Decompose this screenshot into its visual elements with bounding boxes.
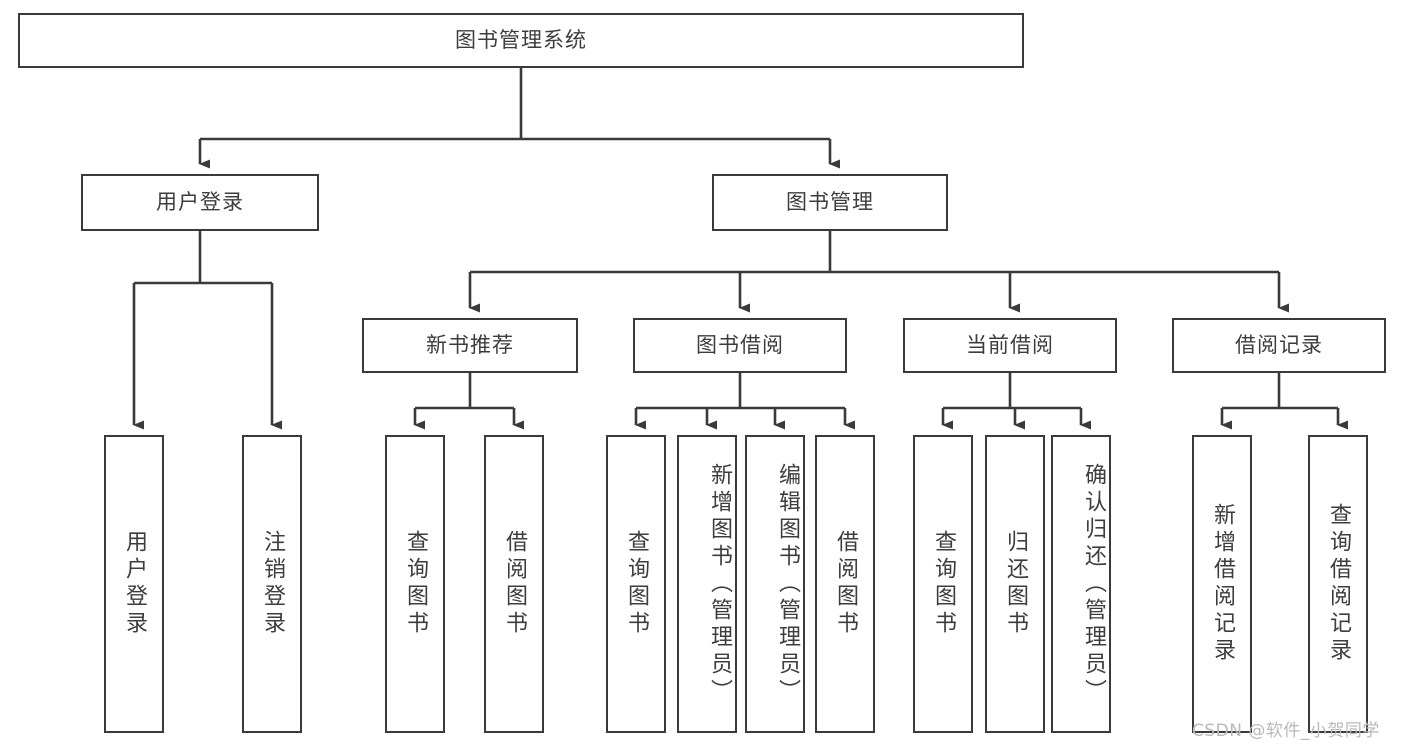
node-current-borrow-label: 当前借阅 bbox=[966, 332, 1054, 357]
node-leaf-add-borrow-record-label: 新增借阅记录 bbox=[1210, 503, 1235, 665]
node-borrow-record[interactable]: 借阅记录 bbox=[1172, 318, 1386, 373]
node-leaf-borrow-book-1-label: 借阅图书 bbox=[502, 530, 527, 638]
node-leaf-return-book[interactable]: 归还图书 bbox=[985, 435, 1045, 733]
node-new-book-recommend[interactable]: 新书推荐 bbox=[362, 318, 578, 373]
node-leaf-return-book-label: 归还图书 bbox=[1003, 530, 1028, 638]
node-leaf-query-book-2-label: 查询图书 bbox=[624, 530, 649, 638]
node-root[interactable]: 图书管理系统 bbox=[18, 13, 1024, 68]
node-leaf-borrow-book-2[interactable]: 借阅图书 bbox=[815, 435, 875, 733]
node-leaf-confirm-return[interactable]: 确认归还（管理员） bbox=[1051, 435, 1111, 733]
node-new-book-recommend-label: 新书推荐 bbox=[426, 332, 514, 357]
node-leaf-user-login-label: 用户登录 bbox=[122, 530, 147, 638]
node-leaf-borrow-book-2-label: 借阅图书 bbox=[833, 530, 858, 638]
node-leaf-query-book-2[interactable]: 查询图书 bbox=[606, 435, 666, 733]
node-leaf-borrow-book-1[interactable]: 借阅图书 bbox=[484, 435, 544, 733]
node-leaf-add-borrow-record[interactable]: 新增借阅记录 bbox=[1192, 435, 1252, 733]
node-root-label: 图书管理系统 bbox=[455, 27, 587, 52]
csdn-watermark: CSDN @软件_小贺同学 bbox=[1192, 721, 1380, 741]
node-book-borrow[interactable]: 图书借阅 bbox=[633, 318, 847, 373]
node-leaf-add-book-label: 新增图书（管理员） bbox=[707, 462, 732, 706]
node-user-login[interactable]: 用户登录 bbox=[81, 174, 319, 231]
node-leaf-edit-book-label: 编辑图书（管理员） bbox=[775, 462, 800, 706]
node-leaf-query-book-1-label: 查询图书 bbox=[403, 530, 428, 638]
node-leaf-user-logout[interactable]: 注销登录 bbox=[242, 435, 302, 733]
node-book-manage-label: 图书管理 bbox=[786, 189, 874, 214]
node-leaf-add-book[interactable]: 新增图书（管理员） bbox=[677, 435, 737, 733]
node-leaf-query-book-1[interactable]: 查询图书 bbox=[385, 435, 445, 733]
node-borrow-record-label: 借阅记录 bbox=[1235, 332, 1323, 357]
node-leaf-confirm-return-label: 确认归还（管理员） bbox=[1081, 462, 1106, 706]
node-leaf-user-login[interactable]: 用户登录 bbox=[104, 435, 164, 733]
node-leaf-query-book-3-label: 查询图书 bbox=[931, 530, 956, 638]
node-leaf-query-borrow-record-label: 查询借阅记录 bbox=[1326, 503, 1351, 665]
node-current-borrow[interactable]: 当前借阅 bbox=[903, 318, 1117, 373]
node-leaf-user-logout-label: 注销登录 bbox=[260, 530, 285, 638]
node-leaf-query-book-3[interactable]: 查询图书 bbox=[913, 435, 973, 733]
node-leaf-edit-book[interactable]: 编辑图书（管理员） bbox=[745, 435, 805, 733]
node-book-manage[interactable]: 图书管理 bbox=[712, 174, 948, 231]
node-user-login-label: 用户登录 bbox=[156, 189, 244, 214]
node-book-borrow-label: 图书借阅 bbox=[696, 332, 784, 357]
node-leaf-query-borrow-record[interactable]: 查询借阅记录 bbox=[1308, 435, 1368, 733]
